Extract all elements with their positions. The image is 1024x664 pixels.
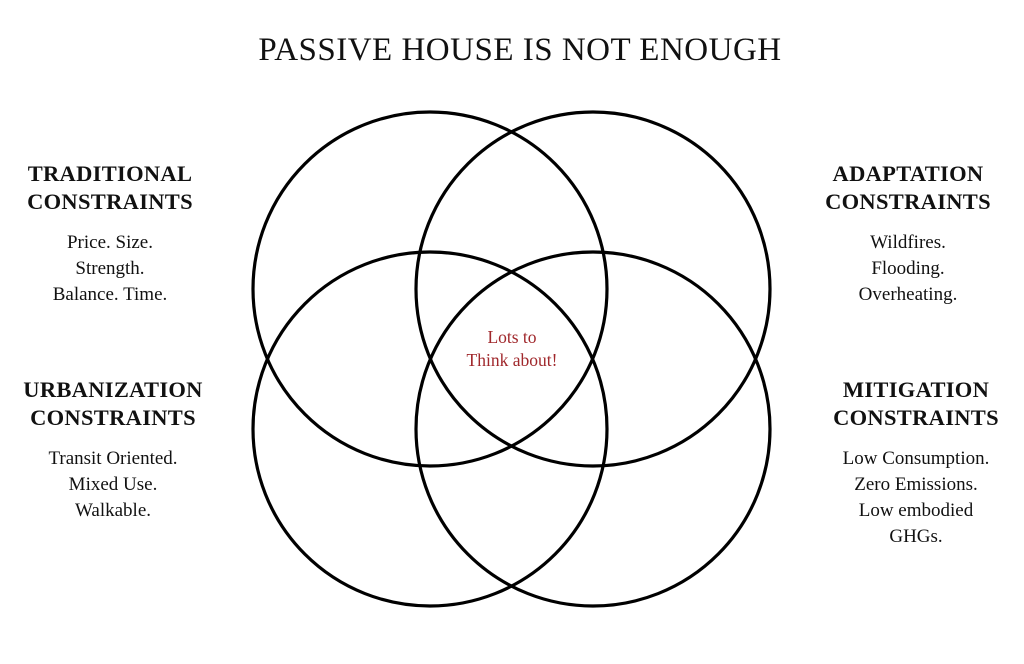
venn-circle-adaptation [414, 110, 772, 468]
mitigation-item: Zero Emissions. [854, 474, 978, 495]
traditional-heading-line-2: CONSTRAINTS [27, 189, 193, 214]
adaptation-heading-line-1: ADAPTATION [832, 161, 984, 186]
traditional-item: Strength. [75, 258, 145, 279]
traditional-item: Price. Size. [66, 232, 153, 253]
urbanization-item: Walkable. [74, 500, 152, 521]
traditional-heading-line-1: TRADITIONAL [27, 161, 193, 186]
center-note: Lots to Think about! [432, 326, 592, 372]
center-note-line-2: Think about! [466, 350, 558, 370]
mitigation-item: Low Consumption. [842, 448, 990, 469]
mitigation-heading: MITIGATION CONSTRAINTS [801, 376, 1024, 432]
mitigation-item: GHGs. [889, 526, 943, 547]
urbanization-item: Transit Oriented. [48, 448, 178, 469]
center-note-line-1: Lots to [487, 327, 537, 347]
traditional-items: Price. Size. Strength. Balance. Time. [0, 230, 225, 308]
mitigation-heading-line-2: CONSTRAINTS [833, 405, 999, 430]
diagram-title: PASSIVE HOUSE IS NOT ENOUGH [258, 32, 782, 68]
traditional-item: Balance. Time. [52, 284, 168, 305]
urbanization-heading: URBANIZATION CONSTRAINTS [0, 376, 228, 432]
urbanization-heading-line-2: CONSTRAINTS [30, 405, 196, 430]
mitigation-heading-line-1: MITIGATION [842, 377, 990, 402]
mitigation-item: Low embodied [858, 500, 974, 521]
urbanization-heading-line-1: URBANIZATION [23, 377, 203, 402]
adaptation-item: Flooding. [871, 258, 945, 279]
urbanization-item: Mixed Use. [68, 474, 158, 495]
mitigation-constraints-block: MITIGATION CONSTRAINTS Low Consumption. … [801, 376, 1024, 550]
adaptation-heading: ADAPTATION CONSTRAINTS [793, 160, 1023, 216]
traditional-constraints-block: TRADITIONAL CONSTRAINTS Price. Size. Str… [0, 160, 225, 308]
venn-circle-traditional [251, 110, 609, 468]
urbanization-items: Transit Oriented. Mixed Use. Walkable. [0, 446, 228, 524]
adaptation-heading-line-2: CONSTRAINTS [825, 189, 991, 214]
venn-circle-mitigation [414, 250, 772, 608]
traditional-heading: TRADITIONAL CONSTRAINTS [0, 160, 225, 216]
urbanization-constraints-block: URBANIZATION CONSTRAINTS Transit Oriente… [0, 376, 228, 524]
mitigation-items: Low Consumption. Zero Emissions. Low emb… [801, 446, 1024, 550]
adaptation-items: Wildfires. Flooding. Overheating. [793, 230, 1023, 308]
adaptation-item: Wildfires. [870, 232, 946, 253]
adaptation-constraints-block: ADAPTATION CONSTRAINTS Wildfires. Floodi… [793, 160, 1023, 308]
adaptation-item: Overheating. [858, 284, 958, 305]
venn-circle-urbanization [251, 250, 609, 608]
